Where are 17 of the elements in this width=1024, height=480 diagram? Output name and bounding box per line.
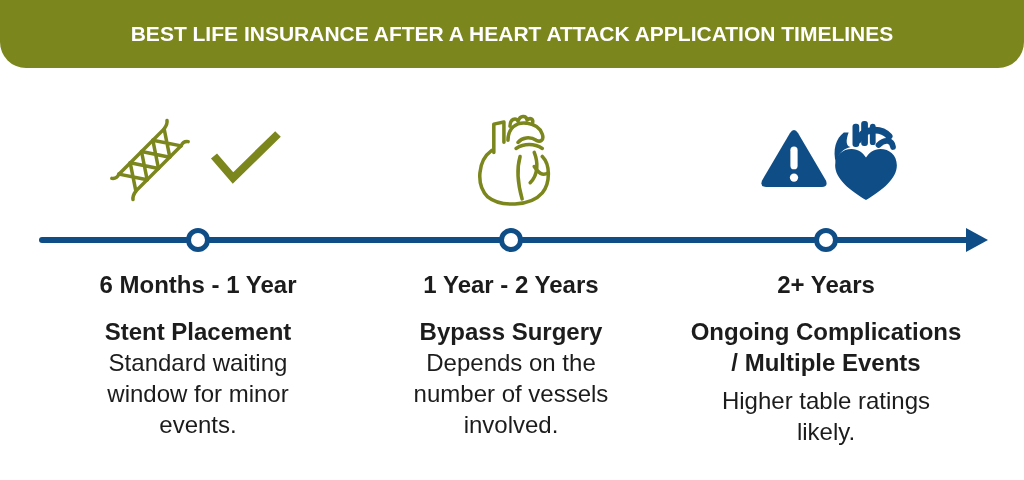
title-text: BEST LIFE INSURANCE AFTER A HEART ATTACK APPLICATION TIMELINES — [130, 21, 894, 47]
event-description: Higher table ratings likely. — [720, 385, 932, 447]
period-label: 1 Year - 2 Years — [423, 271, 599, 299]
timeline-line — [520, 237, 817, 243]
period-label: 6 Months - 1 Year — [99, 271, 297, 299]
timeline-line — [39, 237, 189, 243]
event-title: Stent Placement — [104, 316, 292, 347]
timeline-marker — [186, 228, 210, 252]
event-description: Standard waiting window for minor events. — [106, 347, 290, 440]
event-title: Bypass Surgery — [419, 316, 603, 347]
timeline-arrow — [835, 228, 988, 252]
timeline-marker — [499, 228, 523, 252]
timeline-marker — [814, 228, 838, 252]
timeline-line — [207, 237, 502, 243]
period-label: 2+ Years — [777, 271, 875, 299]
event-title: Ongoing Complications / Multiple Events — [689, 316, 963, 378]
event-description: Depends on the number of vessels involved. — [412, 347, 610, 440]
